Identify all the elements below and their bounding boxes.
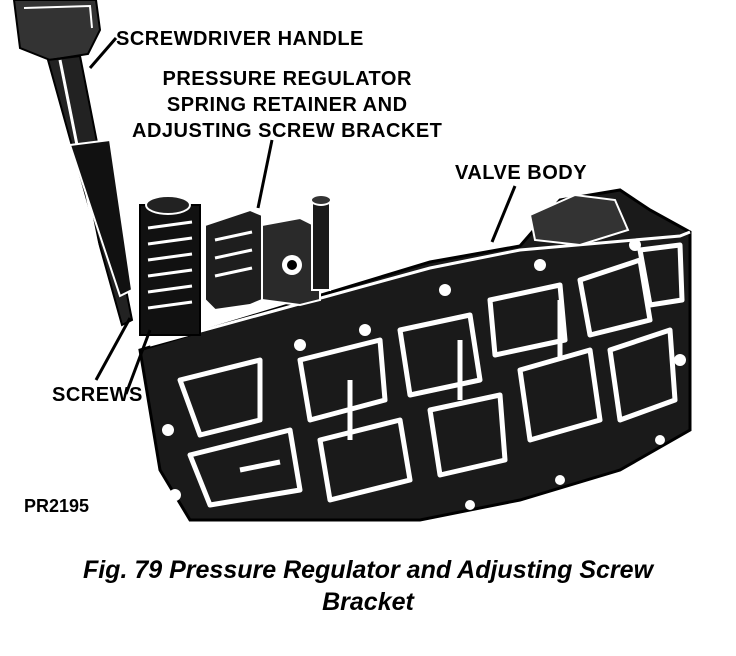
- handle-leader: [88, 37, 118, 69]
- screwdriver-handle-label: SCREWDRIVER HANDLE: [116, 28, 364, 50]
- caption-line-2: Bracket: [322, 588, 414, 616]
- valve-body: [138, 188, 692, 522]
- screwdriver: [12, 0, 134, 327]
- pressure-regulator-assembly: [139, 194, 332, 336]
- screws-leader-upper: [94, 317, 132, 381]
- valve-body-leader: [490, 185, 517, 243]
- caption-line-1: Fig. 79 Pressure Regulator and Adjusting…: [82, 556, 654, 584]
- figure-caption: Fig. 79 Pressure Regulator and Adjusting…: [0, 554, 736, 618]
- screws-leader-lower: [124, 329, 152, 395]
- screws-label: SCREWS: [52, 384, 143, 406]
- leader-lines: [88, 37, 517, 395]
- pressure-regulator-bracket-label: PRESSURE REGULATOR SPRING RETAINER AND A…: [132, 68, 443, 142]
- figure-id-label: PR2195: [24, 496, 90, 516]
- valve-body-label: VALVE BODY: [455, 162, 588, 184]
- retainer-leader: [256, 139, 274, 209]
